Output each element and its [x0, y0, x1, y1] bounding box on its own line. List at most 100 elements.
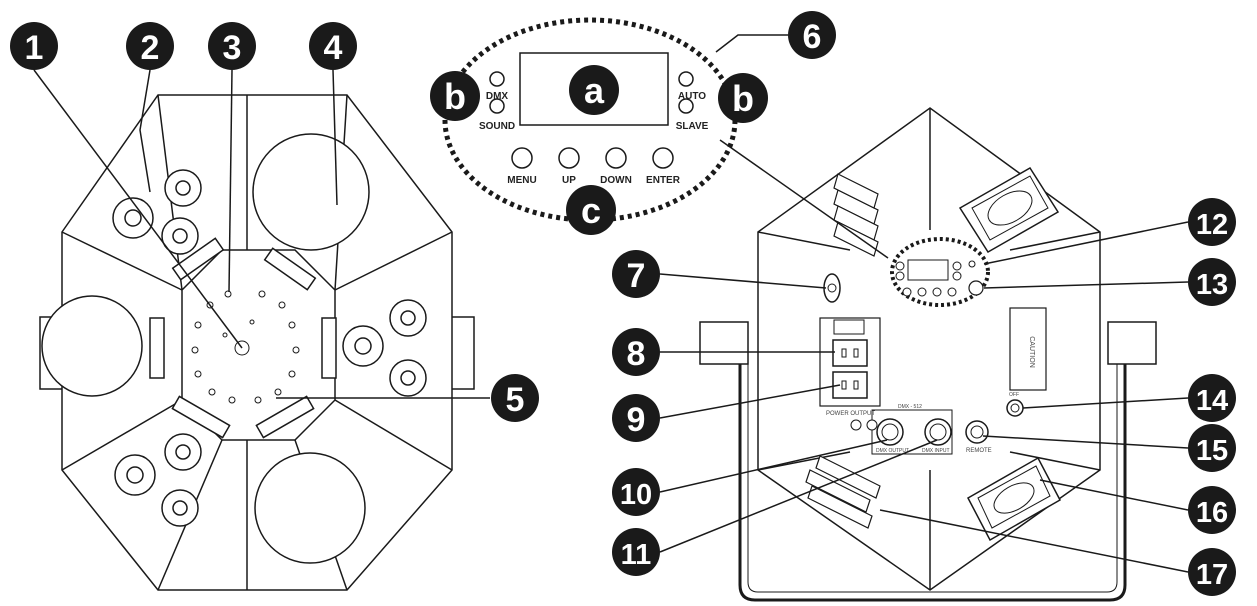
- slot-window: [149, 317, 165, 379]
- top-left-vent: [833, 173, 879, 257]
- caution-text: CAUTION: [1028, 336, 1035, 368]
- dmx-led: [489, 71, 505, 87]
- large-lens: [252, 133, 370, 251]
- svg-text:b: b: [444, 76, 466, 117]
- caution-label: [1009, 307, 1047, 391]
- small-lens-cluster: [114, 433, 202, 527]
- svg-text:14: 14: [1196, 385, 1228, 417]
- callout-2: 2: [126, 22, 174, 70]
- front-view: [39, 94, 475, 591]
- svg-text:4: 4: [324, 29, 343, 67]
- svg-text:15: 15: [1196, 435, 1228, 467]
- slot-window: [321, 317, 337, 379]
- enter-label: ENTER: [646, 175, 681, 186]
- callout-3: 3: [208, 22, 256, 70]
- dmx-input-label: DMX INPUT: [922, 448, 950, 454]
- slot-window: [171, 237, 225, 281]
- callout-9: 9: [612, 394, 660, 442]
- facet-line: [1009, 451, 1101, 471]
- callout-12: 12: [1188, 198, 1236, 246]
- callout-badges: 1 2 3 4 5 6 7 8 9 10 11 12 13 14 15 16 1…: [10, 11, 1236, 596]
- facet-line: [61, 231, 183, 291]
- dmx-512-label: DMX - 512: [898, 404, 922, 410]
- svg-text:8: 8: [627, 335, 646, 373]
- svg-text:10: 10: [620, 479, 652, 511]
- rear-housing: [757, 107, 1101, 591]
- top-fan: [958, 166, 1060, 254]
- callout-8: 8: [612, 328, 660, 376]
- svg-text:3: 3: [223, 29, 242, 67]
- up-button[interactable]: [558, 147, 580, 169]
- svg-text:b: b: [732, 78, 754, 119]
- svg-text:5: 5: [506, 381, 525, 419]
- callout-b-right: b: [718, 73, 768, 123]
- callout-4: 4: [309, 22, 357, 70]
- svg-text:1: 1: [25, 29, 44, 67]
- svg-text:9: 9: [627, 401, 646, 439]
- mounting-yoke-inner: [747, 330, 1118, 593]
- facet-line: [334, 399, 453, 471]
- ir-sensor: [968, 280, 984, 296]
- bottom-left-vent: [805, 455, 881, 529]
- facet-line: [334, 231, 453, 291]
- facet-line: [757, 231, 851, 251]
- ground-screw: [850, 419, 862, 431]
- facet-line: [1009, 231, 1101, 251]
- svg-text:7: 7: [627, 257, 646, 295]
- callout-5: 5: [491, 374, 539, 422]
- off-label: OFF: [1009, 392, 1019, 398]
- facet-line: [61, 399, 183, 471]
- callout-17: 17: [1188, 548, 1236, 596]
- auto-label: AUTO: [678, 91, 706, 102]
- callout-10: 10: [612, 468, 660, 516]
- callout-14: 14: [1188, 374, 1236, 422]
- sound-label: SOUND: [479, 121, 515, 132]
- slave-label: SLAVE: [676, 121, 709, 132]
- slot-window: [255, 395, 315, 439]
- menu-label: MENU: [507, 175, 536, 186]
- enter-button[interactable]: [652, 147, 674, 169]
- mounting-yoke: [738, 330, 1127, 602]
- svg-text:16: 16: [1196, 497, 1228, 529]
- sound-led: [489, 98, 505, 114]
- slot-window: [263, 247, 317, 291]
- callout-b-left: b: [430, 71, 480, 121]
- power-input-socket: [832, 339, 868, 367]
- up-label: UP: [562, 175, 576, 186]
- large-lens: [41, 295, 143, 397]
- small-lens-cluster: [112, 169, 202, 255]
- fuse-holder: [833, 319, 865, 335]
- svg-text:17: 17: [1196, 559, 1228, 591]
- yoke-knob: [1107, 321, 1157, 365]
- callout-c: c: [566, 185, 616, 235]
- svg-text:a: a: [584, 70, 605, 111]
- callout-16: 16: [1188, 486, 1236, 534]
- large-lens: [254, 452, 366, 564]
- svg-text:11: 11: [621, 539, 652, 571]
- rear-view: [699, 107, 1157, 602]
- svg-text:13: 13: [1196, 269, 1228, 301]
- leader-lines: [33, 34, 1189, 573]
- callout-11: 11: [612, 528, 660, 576]
- yoke-knob: [699, 321, 749, 365]
- dmx-label: DMX: [486, 91, 509, 102]
- down-label: DOWN: [600, 175, 632, 186]
- callout-6: 6: [788, 11, 836, 59]
- slot-window: [171, 395, 231, 439]
- power-output-label: POWER OUTPUT: [826, 411, 875, 417]
- small-lens-cluster: [342, 299, 427, 397]
- svg-text:6: 6: [803, 18, 822, 56]
- callout-15: 15: [1188, 424, 1236, 472]
- remote-label: REMOTE: [966, 448, 992, 454]
- svg-text:12: 12: [1196, 209, 1228, 241]
- slave-led: [678, 98, 694, 114]
- callout-1: 1: [10, 22, 58, 70]
- rear-lcd: [907, 259, 949, 281]
- bottom-fan: [967, 456, 1061, 542]
- svg-text:c: c: [581, 190, 601, 231]
- facet-line: [757, 451, 851, 471]
- menu-button[interactable]: [511, 147, 533, 169]
- callout-13: 13: [1188, 258, 1236, 306]
- down-button[interactable]: [605, 147, 627, 169]
